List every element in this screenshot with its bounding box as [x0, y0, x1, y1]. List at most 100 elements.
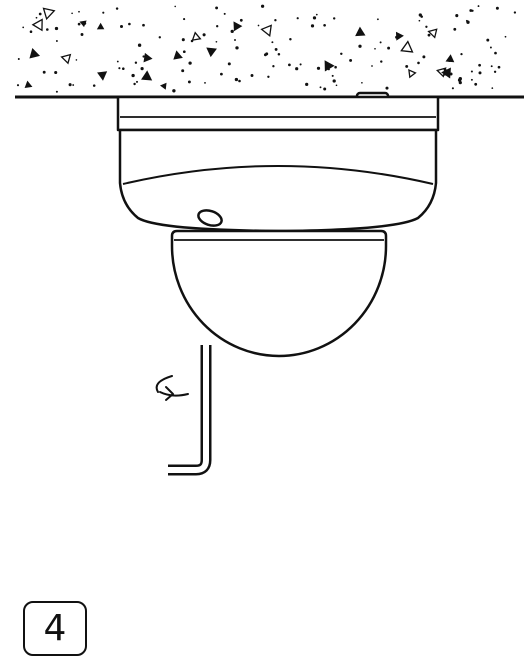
- speckle-dot: [469, 9, 473, 12]
- speckle-dot: [323, 87, 327, 91]
- speckle-chip: [60, 53, 72, 65]
- speckle-dot: [234, 39, 236, 41]
- speckle-chip: [191, 31, 202, 41]
- speckle-dot: [260, 4, 265, 8]
- speckle-dot: [486, 38, 490, 42]
- speckle-dot: [16, 84, 20, 87]
- speckle-dot: [319, 86, 322, 89]
- speckle-dot: [54, 26, 59, 31]
- speckle-dot: [305, 82, 309, 87]
- concrete-speckles: [16, 4, 517, 93]
- speckle-dot: [122, 67, 125, 70]
- speckle-dot: [183, 18, 186, 21]
- hex-key-icon: [168, 345, 212, 476]
- step-number: 4: [43, 607, 67, 649]
- speckle-dot: [223, 12, 226, 15]
- speckle-dot: [323, 23, 326, 27]
- speckle-dot: [491, 87, 494, 89]
- speckle-dot: [387, 46, 391, 50]
- camera-housing: [118, 128, 438, 233]
- speckle-dot: [315, 13, 318, 16]
- speckle-dot: [142, 55, 145, 58]
- speckle-chip: [141, 70, 153, 81]
- speckle-dot: [181, 38, 185, 42]
- speckle-dot: [371, 65, 373, 67]
- speckle-dot: [379, 41, 382, 44]
- speckle-dot: [494, 51, 497, 55]
- speckle-dot: [478, 63, 481, 67]
- speckle-dot: [451, 87, 454, 90]
- speckle-dot: [128, 22, 131, 26]
- speckle-dot: [295, 67, 299, 71]
- speckle-dot: [497, 65, 501, 69]
- speckle-chip: [324, 60, 335, 72]
- speckle-dot: [316, 66, 321, 70]
- rotate-arrow-icon: [155, 375, 189, 401]
- speckle-dot: [158, 36, 161, 39]
- speckle-dot: [310, 24, 315, 28]
- speckle-dot: [504, 35, 507, 38]
- speckle-dot: [22, 26, 25, 29]
- speckle-dot: [495, 6, 499, 10]
- speckle-dot: [188, 61, 192, 65]
- speckle-dot: [72, 84, 75, 86]
- speckle-dot: [257, 24, 260, 27]
- speckle-chip: [173, 50, 183, 60]
- speckle-chip: [395, 31, 404, 41]
- base-ring: [116, 95, 440, 132]
- speckle-dot: [470, 70, 473, 73]
- speckle-dot: [277, 53, 281, 56]
- speckle-dot: [227, 62, 231, 66]
- speckle-dot: [38, 12, 42, 16]
- speckle-dot: [267, 75, 270, 78]
- speckle-dot: [478, 71, 482, 75]
- speckle-dot: [187, 80, 191, 84]
- speckle-chip: [443, 68, 451, 76]
- speckle-chip: [233, 21, 243, 32]
- speckle-dot: [181, 69, 185, 73]
- speckle-chip: [408, 68, 417, 79]
- speckle-dot: [77, 22, 81, 26]
- speckle-chip: [206, 47, 217, 58]
- speckle-dot: [42, 70, 46, 74]
- speckle-chip: [79, 20, 87, 28]
- speckle-dot: [418, 13, 422, 17]
- speckle-dot: [78, 10, 80, 13]
- speckle-dot: [235, 46, 239, 50]
- step-number-badge: 4: [23, 601, 87, 656]
- speckle-chip: [24, 80, 33, 89]
- speckle-dot: [460, 52, 463, 56]
- lock-screw-icon: [197, 209, 223, 227]
- speckle-dot: [422, 55, 426, 59]
- speckle-dot: [216, 25, 219, 28]
- speckle-dot: [299, 63, 302, 66]
- speckle-dot: [274, 19, 277, 22]
- speckle-dot: [263, 53, 267, 57]
- speckle-dot: [361, 81, 363, 84]
- speckle-dot: [405, 64, 409, 68]
- speckle-dot: [418, 19, 421, 22]
- speckle-dot: [271, 41, 274, 44]
- speckle-dot: [477, 5, 480, 8]
- speckle-dot: [134, 61, 138, 64]
- speckle-dot: [137, 43, 142, 47]
- speckle-dot: [92, 84, 96, 87]
- speckle-dot: [490, 65, 493, 68]
- speckle-dot: [274, 47, 278, 51]
- speckle-dot: [215, 40, 218, 43]
- speckle-chip: [355, 26, 366, 37]
- speckle-chip: [97, 71, 108, 81]
- speckle-dot: [68, 83, 72, 87]
- speckle-dot: [489, 46, 492, 49]
- concrete-ceiling-icon: [15, 4, 524, 99]
- speckle-dot: [493, 70, 497, 73]
- speckle-dot: [29, 30, 33, 33]
- speckle-dot: [474, 82, 478, 86]
- speckle-dot: [376, 18, 379, 21]
- speckle-chip: [31, 18, 43, 32]
- speckle-dot: [230, 29, 234, 34]
- speckle-dot: [118, 67, 121, 70]
- speckle-dot: [458, 81, 462, 85]
- speckle-dot: [202, 33, 206, 37]
